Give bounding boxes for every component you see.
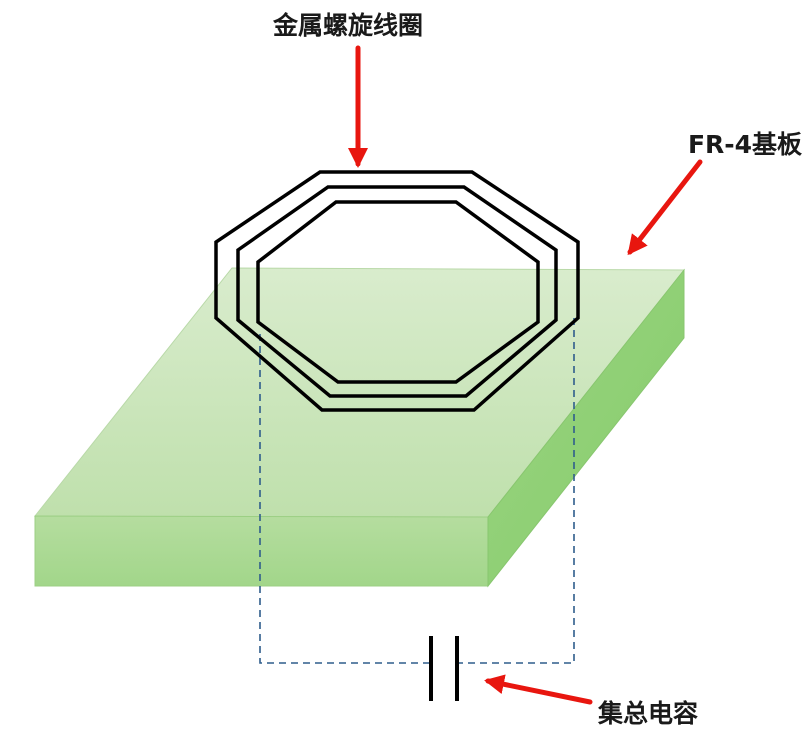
- lumped-capacitor: [429, 636, 459, 701]
- capacitor-label: 集总电容: [597, 699, 698, 728]
- coil-turn-middle: [236, 185, 558, 398]
- substrate-front-face: [34, 515, 489, 587]
- coil-turn-inner: [256, 200, 540, 384]
- substrate-arrow: [627, 159, 703, 256]
- substrate-side-face: [487, 268, 685, 588]
- coil-label: 金属螺旋线圈: [272, 11, 423, 40]
- substrate-label: FR-4基板: [688, 130, 802, 159]
- capacitor-arrow: [484, 674, 593, 705]
- pointer-arrows: [348, 45, 703, 705]
- metal-spiral-coil: [214, 170, 580, 412]
- coil-turn-outer: [214, 170, 580, 412]
- left-lead: [259, 334, 430, 664]
- fr4-substrate: [33, 267, 686, 588]
- capacitor-leads: [259, 318, 575, 664]
- right-lead: [457, 318, 575, 664]
